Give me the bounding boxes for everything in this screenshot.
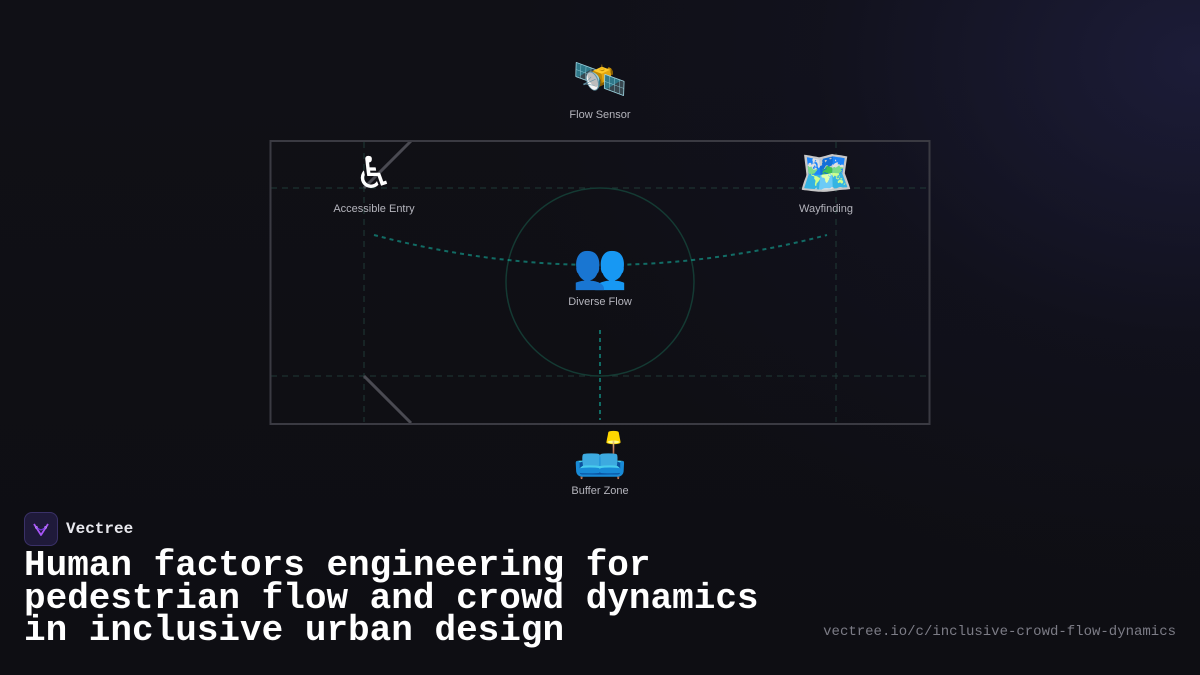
- page-url[interactable]: vectree.io/c/inclusive-crowd-flow-dynami…: [823, 624, 1176, 640]
- accessible-entry-label: Accessible Entry: [333, 203, 415, 215]
- wall-diagonal-bottom: [362, 374, 413, 425]
- flow-zone-circle: [505, 187, 695, 377]
- satellite-icon: 🛰️: [572, 54, 628, 105]
- people-icon: 👥: [572, 241, 628, 292]
- plaza-frame: [269, 140, 931, 425]
- brand[interactable]: Vectree: [24, 512, 133, 546]
- buffer-zone-node: 🛋️ Buffer Zone: [520, 430, 680, 498]
- brand-name: Vectree: [66, 520, 134, 538]
- wall-diagonal-top: [362, 139, 413, 190]
- diverse-flow-label: Diverse Flow: [568, 296, 632, 308]
- map-icon: 🗺️: [798, 148, 854, 199]
- wayfinding-node: 🗺️ Wayfinding: [746, 148, 906, 216]
- flow-sensor-node: 🛰️ Flow Sensor: [520, 54, 680, 122]
- couch-and-lamp-icon: 🛋️: [572, 430, 628, 481]
- flow-sensor-label: Flow Sensor: [569, 109, 631, 121]
- wayfinding-label: Wayfinding: [798, 203, 853, 215]
- vectree-logo-icon: [24, 512, 58, 546]
- accessible-entry-node: ♿ Accessible Entry: [294, 148, 454, 216]
- page-title: Human factors engineering for pedestrian…: [24, 545, 759, 651]
- wheelchair-icon: ♿: [354, 148, 394, 199]
- flow-path-arc: [373, 234, 828, 266]
- buffer-zone-label: Buffer Zone: [571, 485, 629, 497]
- diverse-flow-node: 👥 Diverse Flow: [520, 241, 680, 309]
